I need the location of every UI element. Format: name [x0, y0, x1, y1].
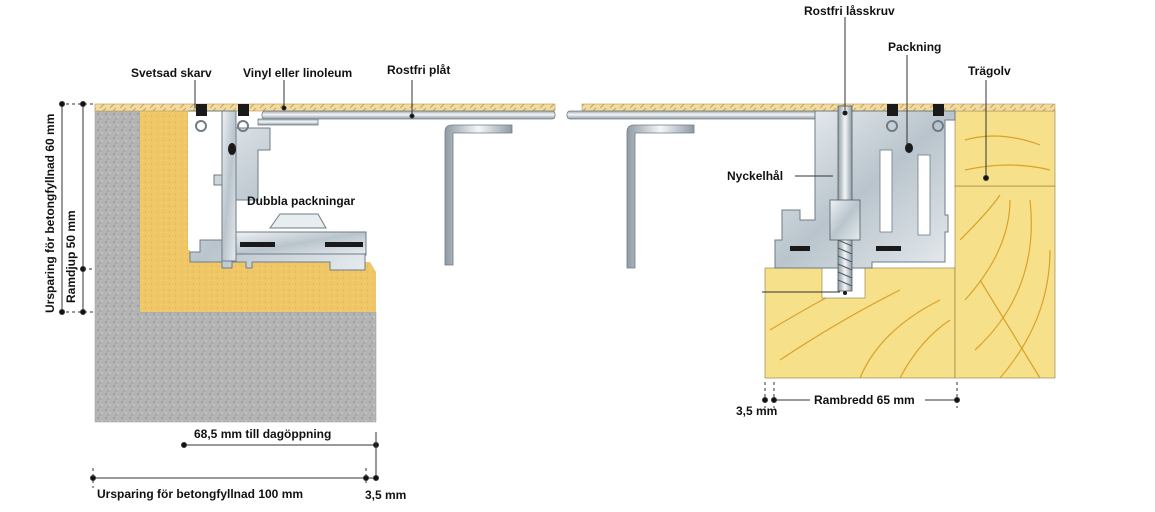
lock-screw: [829, 105, 861, 295]
dim-gap-right: 3,5 mm: [736, 404, 778, 418]
dim-ramdjup-50: Ramdjup 50 mm: [64, 210, 78, 303]
gaskets-right: [886, 104, 944, 153]
gaskets-left: [195, 104, 363, 247]
dim-ursparing-100: Ursparing för betongfyllnad 100 mm: [97, 487, 304, 501]
frame-profile-right: [774, 110, 956, 269]
floor-covering-left: [94, 103, 556, 112]
label-tragolv: Trägolv: [968, 64, 1011, 78]
label-vinyl-eller-linoleum: Vinyl eller linoleum: [243, 66, 353, 80]
wood-subfloor: [764, 110, 1056, 379]
concrete-filler: [140, 110, 376, 312]
leader-lines: [194, 17, 989, 293]
dim-dagoppning-68: 68,5 mm till dagöppning: [194, 427, 332, 441]
label-svetsad-skarv: Svetsad skarv: [131, 66, 212, 80]
dim-rambredd-65: Rambredd 65 mm: [814, 393, 915, 407]
stainless-plate-right: [566, 110, 833, 269]
label-dubbla-packningar: Dubbla packningar: [247, 194, 356, 208]
label-nyckelhal: Nyckelhål: [727, 169, 784, 183]
floor-covering-right: [581, 103, 1056, 112]
dim-ursparing-60: Ursparing för betongfyllnad 60 mm: [43, 113, 57, 313]
label-packning: Packning: [888, 40, 942, 54]
dimension-lines: [59, 101, 960, 488]
label-rostfri-plat: Rostfri plåt: [387, 63, 451, 77]
label-rostfri-lasskruv: Rostfri låsskruv: [804, 4, 895, 18]
dim-gap-left: 3,5 mm: [365, 488, 407, 502]
stainless-plate-left: [257, 110, 556, 266]
